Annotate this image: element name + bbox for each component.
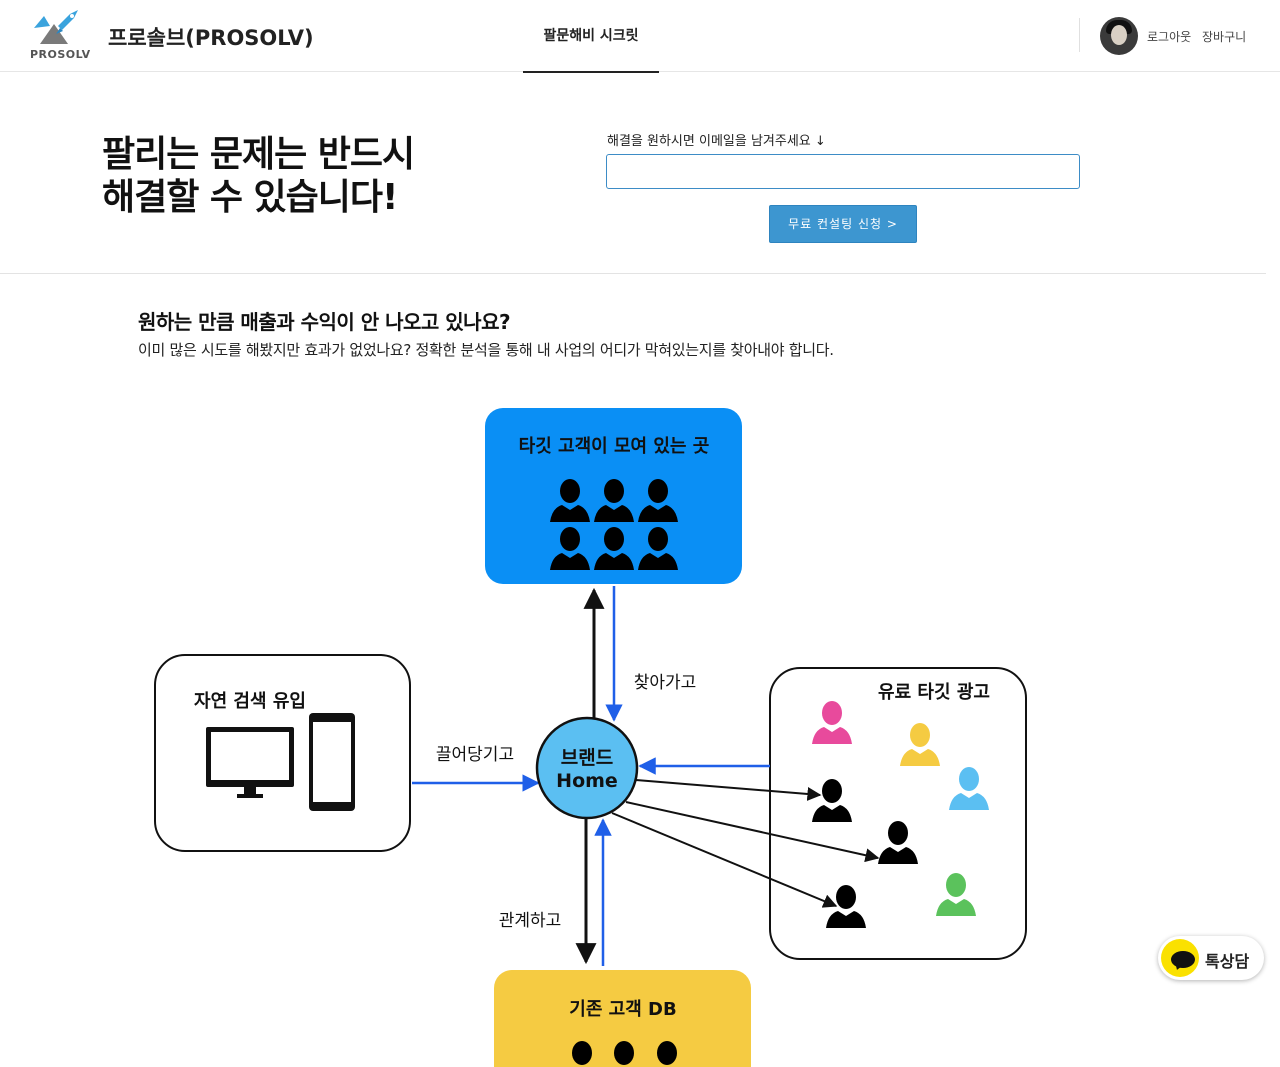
paid-box-label: 유료 타깃 광고 — [878, 682, 990, 703]
logout-link[interactable]: 로그아웃 — [1147, 30, 1192, 44]
customer-db-box — [494, 970, 751, 1067]
label-find: 찾아가고 — [634, 673, 697, 693]
paid-ads-box — [769, 667, 1027, 960]
kakao-chat-button[interactable]: 톡상담 — [1158, 936, 1264, 980]
arrow-to-person — [611, 812, 838, 908]
target-box-label: 타깃 고객이 모여 있는 곳 — [519, 436, 710, 457]
logo-text: PROSOLV — [30, 48, 91, 61]
rocket-mountain-icon — [34, 10, 78, 44]
center-label-brand: 브랜드 — [561, 747, 613, 769]
kakao-icon — [1161, 939, 1199, 977]
organic-box-label: 자연 검색 유입 — [194, 690, 306, 712]
site-header: PROSOLV 프로솔브(PROSOLV) 팔문해비 시크릿 로그아웃 장바구니 — [0, 0, 1280, 73]
section-divider — [0, 273, 1266, 274]
kakao-chat-label: 톡상담 — [1205, 952, 1250, 971]
hero-title-line2: 해결할 수 있습니다! — [102, 177, 398, 218]
free-consulting-button[interactable]: 무료 컨설팅 신청 > — [769, 205, 917, 243]
brand-home-node — [535, 716, 639, 820]
arrow-to-person — [635, 779, 822, 801]
header-divider — [1079, 18, 1080, 52]
hero-title-line1: 팔리는 문제는 반드시 — [102, 134, 415, 175]
cart-link[interactable]: 장바구니 — [1202, 30, 1247, 44]
email-label: 해결을 원하시면 이메일을 남겨주세요 ↓ — [607, 134, 826, 149]
section-subtitle: 이미 많은 시도를 해봤지만 효과가 없었나요? 정확한 분석을 통해 내 사업… — [138, 341, 834, 359]
smartphone-icon — [309, 713, 355, 811]
arrow-to-person — [625, 801, 880, 863]
label-relate: 관계하고 — [499, 911, 562, 931]
tab-secret[interactable]: 팔문해비 시크릿 — [523, 0, 659, 73]
monitor-icon — [206, 727, 294, 798]
hero-title: 팔리는 문제는 반드시 해결할 수 있습니다! — [102, 133, 415, 219]
center-label-home: Home — [556, 770, 618, 792]
prosolv-logo[interactable]: PROSOLV — [30, 6, 91, 64]
email-input[interactable] — [606, 154, 1080, 189]
db-box-label: 기존 고객 DB — [569, 999, 676, 1020]
avatar[interactable] — [1100, 17, 1138, 55]
crowd-icon — [562, 1041, 687, 1067]
brand-name[interactable]: 프로솔브(PROSOLV) — [108, 26, 314, 50]
label-attract: 끌어당기고 — [436, 745, 514, 765]
section-title: 원하는 만큼 매출과 수익이 안 나오고 있나요? — [138, 310, 511, 334]
